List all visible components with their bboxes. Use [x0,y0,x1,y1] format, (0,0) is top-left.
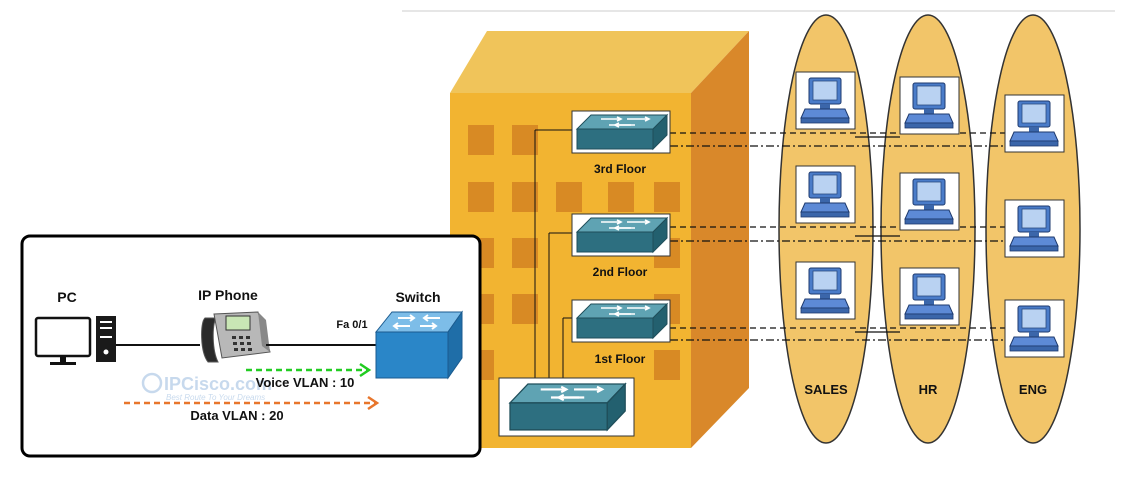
watermark-text: IPCisco.com [164,374,272,394]
eng-pc-2[interactable] [1004,199,1065,258]
floor-switch-1[interactable] [571,299,671,343]
data-vlan-label: Data VLAN : 20 [190,408,283,423]
voice-vlan-arrow [246,362,372,378]
sales-pcs [795,71,856,320]
floor-label-3: 3rd Floor [594,162,646,176]
floor-label-2: 2nd Floor [593,265,648,279]
department-label-sales: SALES [804,382,848,397]
sales-pc-2[interactable] [795,165,856,224]
hr-pc-3[interactable] [899,267,960,326]
pc-label: PC [57,289,76,305]
floor-label-1: 1st Floor [595,352,646,366]
ip-phone-label: IP Phone [198,287,258,303]
hr-pc-1[interactable] [899,76,960,135]
inset-switch-icon[interactable] [374,310,463,380]
voice-vlan-inset: IPCisco.com Best Route To Your Dreams PC [20,234,482,458]
port-label: Fa 0/1 [336,319,367,331]
department-label-hr: HR [919,382,938,397]
floor-switch-3[interactable] [571,110,671,154]
department-label-eng: ENG [1019,382,1047,397]
floor-switch-2[interactable] [571,213,671,257]
hr-pcs [899,76,960,326]
switch-label: Switch [395,289,440,305]
eng-pcs [1004,94,1065,358]
building-uplinks [534,129,572,378]
eng-pc-3[interactable] [1004,299,1065,358]
watermark: IPCisco.com Best Route To Your Dreams [141,372,272,402]
eng-pc-1[interactable] [1004,94,1065,153]
building-roof [450,31,749,93]
inset-pc-icon[interactable] [34,316,116,365]
watermark-tagline: Best Route To Your Dreams [166,393,265,402]
sales-pc-3[interactable] [795,261,856,320]
data-vlan-arrow [124,395,380,411]
ip-phone-icon[interactable] [201,311,271,363]
voice-vlan-label: Voice VLAN : 10 [256,375,355,390]
core-switch[interactable] [498,377,635,437]
building-side [691,31,749,448]
sales-pc-1[interactable] [795,71,856,130]
hr-pc-2[interactable] [899,172,960,231]
